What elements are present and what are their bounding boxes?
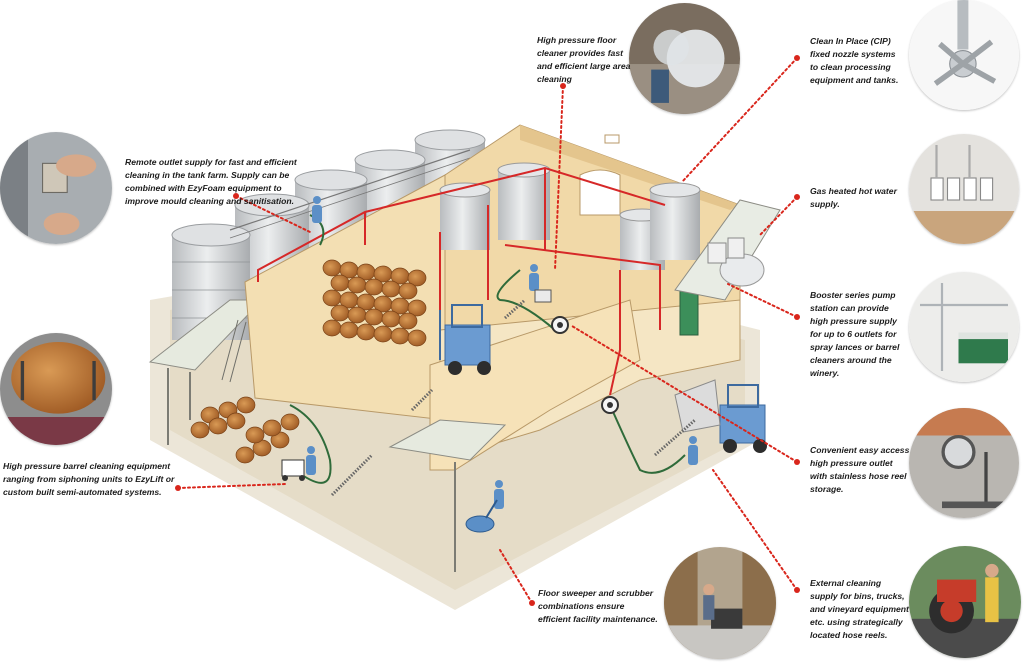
barrel: [235, 446, 255, 464]
floor-cleaner-photo: [629, 3, 740, 114]
floor-sweeper-callout: Floor sweeper and scrubber combinations …: [538, 588, 658, 624]
worker: [529, 264, 539, 291]
water-heaters-image: [909, 134, 1019, 244]
hose-reel-outlet-callout: Convenient easy access high pressure out…: [810, 445, 910, 494]
barrel: [226, 412, 246, 430]
hose-reel-photo: [909, 408, 1019, 518]
barrel-cleaning-callout: High pressure barrel cleaning equipment …: [3, 461, 175, 497]
external-supply-callout: External cleaning supply for bins, truck…: [810, 578, 909, 640]
barrel: [322, 259, 342, 277]
internal-tanks: [439, 162, 701, 270]
tractor-wash-image: [909, 546, 1021, 658]
remote-outlet-photo: [0, 132, 112, 244]
barrel: [245, 426, 265, 444]
floor-cleaner-machine: [534, 289, 552, 303]
callout-leader: [175, 483, 286, 491]
barrel: [339, 321, 359, 339]
booster-pump-callout: Booster series pump station can provide …: [810, 290, 900, 378]
cip-nozzle-photo: [909, 0, 1019, 110]
cip-callout: Clean In Place (CIP) fixed nozzle system…: [810, 36, 899, 85]
floor-sweeper-machine: [465, 499, 498, 533]
barrel: [262, 419, 282, 437]
barrel: [330, 274, 350, 292]
barrel-cleaning-image: [0, 333, 112, 445]
forklift: [439, 304, 491, 375]
worker: [494, 480, 504, 509]
steam-cleaning-image: [629, 3, 740, 114]
barrel: [347, 276, 367, 294]
barrel: [407, 269, 427, 287]
barrel-stack: [322, 259, 427, 347]
barrel: [407, 299, 427, 317]
hose-reel: [551, 316, 569, 334]
barrel: [373, 325, 393, 343]
tank: [649, 182, 701, 260]
callout-leader: [727, 283, 800, 320]
tank: [439, 182, 491, 250]
hoses: [289, 214, 686, 484]
hot-water-photo: [909, 134, 1019, 244]
worker: [312, 196, 322, 223]
barrel: [407, 329, 427, 347]
forklift: [674, 379, 767, 453]
pipework: [257, 166, 666, 396]
callout-leader: [571, 325, 800, 465]
pump-station-image: [909, 272, 1019, 382]
hose-reel: [601, 396, 619, 414]
callout-leader: [499, 549, 535, 606]
pump-station-photo: [909, 272, 1019, 382]
tank: [497, 162, 551, 240]
floor-barrels: [190, 396, 300, 464]
callout-leader: [554, 83, 566, 271]
barrel: [347, 306, 367, 324]
barrel: [208, 417, 228, 435]
barrel: [356, 323, 376, 341]
sweeper-photo: [664, 547, 776, 659]
worker: [306, 446, 316, 475]
floor-cleaner-callout: High pressure floor cleaner provides fas…: [537, 35, 631, 84]
barrel: [364, 278, 384, 296]
warehouse-sweeper-image: [664, 547, 776, 659]
callout-leader: [233, 193, 311, 233]
barrel: [322, 319, 342, 337]
worker: [688, 436, 698, 465]
front-canopy: [388, 419, 507, 572]
barrel-cleaning-trolley: [281, 459, 305, 481]
spray-nozzle-image: [909, 0, 1019, 110]
barrel: [280, 413, 300, 431]
barrel: [398, 282, 418, 300]
remote-outlet-callout: Remote outlet supply for fast and effici…: [125, 157, 297, 206]
callout-leader: [759, 194, 800, 236]
hose-reel-image: [909, 408, 1019, 518]
outlet-valve-image: [0, 132, 112, 244]
barrel: [364, 308, 384, 326]
barrel: [381, 280, 401, 298]
barrel: [398, 312, 418, 330]
tractor-photo: [909, 546, 1021, 658]
barrel: [322, 289, 342, 307]
callout-leader: [681, 55, 800, 183]
barrel: [330, 304, 350, 322]
callout-leaders: [175, 55, 800, 606]
barrel-photo: [0, 333, 112, 445]
gas-hot-water-callout: Gas heated hot water supply.: [810, 186, 897, 209]
barrel: [236, 396, 256, 414]
callout-leader: [712, 469, 800, 593]
barrel: [381, 310, 401, 328]
pump-station-equipment: [674, 199, 781, 336]
barrel: [390, 327, 410, 345]
barrel: [190, 421, 210, 439]
floor-drains: [330, 298, 696, 497]
